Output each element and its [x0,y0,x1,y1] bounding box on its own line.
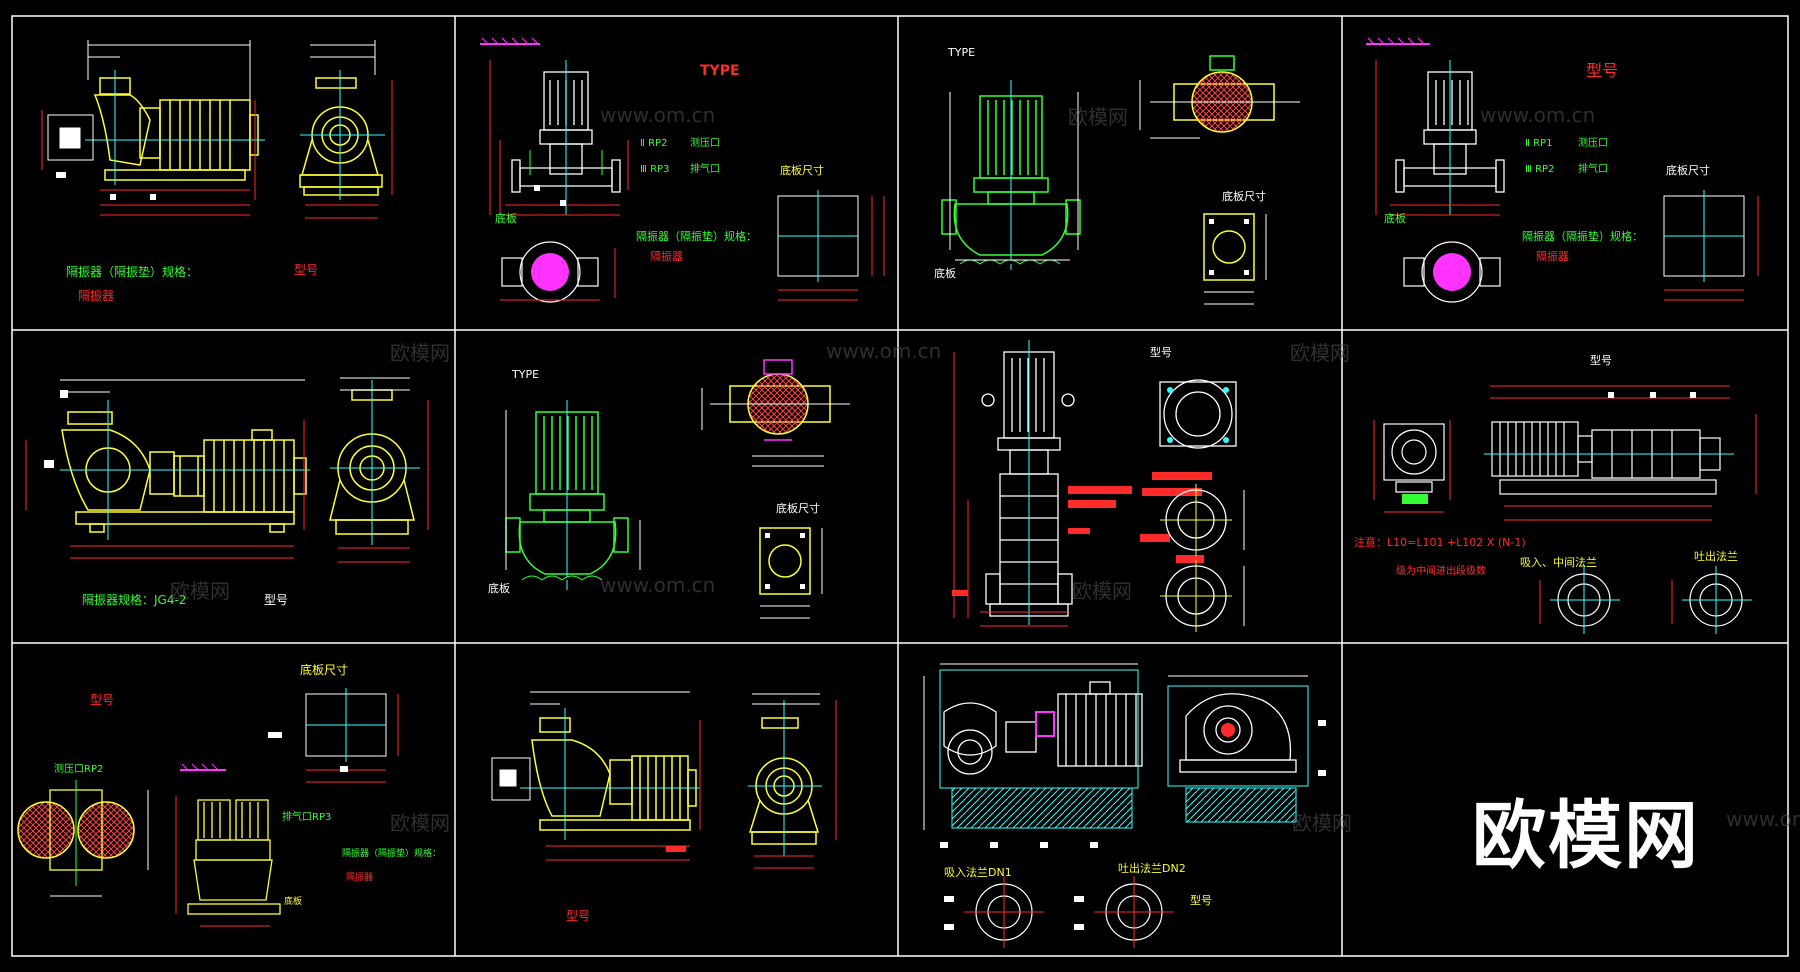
p2-rp2: Ⅱ RP2 [640,138,667,149]
p9-vent: 排气口RP3 [282,810,331,823]
p4-base: 底板 [1384,211,1406,225]
watermark-cn-2: 欧模网 [390,341,450,365]
panel-10-end-suction-pump: 型号 [491,691,837,923]
panel-5-end-suction-pump: 隔振器规格：JG4-2 型号 [25,377,429,607]
watermark-url-4: www.om.cn [600,573,715,597]
p9-model: 型号 [90,693,114,707]
watermark-url-3: www.om.cn [826,339,941,363]
p2-isolator-spec: 隔振器（隔振垫）规格： [636,229,757,243]
p9-base-size: 底板尺寸 [300,662,348,677]
p4-gauge-port: 测压口 [1578,136,1608,149]
p11-model: 型号 [1190,893,1212,907]
panel-9-twin-pump: 型号 底板尺寸 测压口RP2 排气口RP3 隔振器（隔振垫）规格： 隔振器 底板 [17,662,441,927]
p9-isolator: 隔振器 [346,871,373,883]
p2-type: TYPE [700,63,740,79]
watermark-cn-5: 欧模网 [1072,579,1132,603]
p6-type: TYPE [511,368,539,381]
p1-isolator: 隔振器 [78,289,114,303]
p3-base-size: 底板尺寸 [1222,189,1266,203]
p11-shaft-marker [1221,723,1235,737]
p2-rp3: Ⅲ RP3 [640,164,669,175]
p5-isolator-spec: 隔振器规格：JG4-2 [82,592,186,607]
p3-base: 底板 [934,266,956,280]
p1-isolator-spec: 隔振器（隔振垫）规格： [66,264,198,279]
p8-outlet: 吐出法兰 [1694,549,1738,563]
p5-model: 型号 [264,593,288,607]
p11-inlet: 吸入法兰DN1 [944,865,1012,879]
brand-logo: 欧模网 [1472,793,1700,879]
p8-inlet: 吸入、中间法兰 [1520,555,1597,569]
p6-base-size: 底板尺寸 [776,501,820,515]
panel-7-multistage-vertical-pump: 型号 [952,340,1245,632]
p4-model: 型号 [1586,61,1618,80]
p7-model: 型号 [1150,345,1172,359]
p8-note2: 级为中间进出段级数 [1396,564,1486,577]
p11-foundation [951,787,1133,829]
watermark-cn-4: 欧模网 [170,579,230,603]
panel-3-inline-pump: TYPE 底板 底板尺寸 [934,46,1300,305]
p8-base-marker [1402,494,1428,504]
watermark-url-5: www.om.cn [1726,807,1800,831]
sheet-frame [11,15,1789,957]
p6-base: 底板 [488,581,510,595]
p3-type: TYPE [947,46,975,59]
p9-motor-b [77,801,135,859]
panel-4-vertical-pump: 型号 Ⅱ RP1 Ⅲ RP2 测压口 排气口 底板尺寸 隔振器（隔振垫）规格： … [1366,37,1759,303]
p9-gauge: 测压口RP2 [54,762,103,775]
watermark-cn-3: 欧模网 [1290,341,1350,365]
panel-2-vertical-pump: TYPE Ⅱ RP2 Ⅲ RP3 测压口 排气口 底板尺寸 隔振器（隔振垫）规格… [480,37,885,303]
panel-1-horizontal-pump: 隔振器（隔振垫）规格： 隔振器 型号 [41,40,393,303]
p4-isolator-spec: 隔振器（隔振垫）规格： [1522,229,1643,243]
p11-outlet: 吐出法兰DN2 [1118,861,1186,875]
p2-base: 底板 [495,211,517,225]
p2-vent-port: 排气口 [690,162,720,175]
watermark-cn-1: 欧模网 [1068,105,1128,129]
p4-base-size: 底板尺寸 [1666,163,1710,177]
panel-11-split-case-pump: 吸入法兰DN1 吐出法兰DN2 型号 [923,663,1326,948]
p1-model: 型号 [294,263,318,277]
p8-model: 型号 [1590,353,1612,367]
watermark-cn-6: 欧模网 [390,811,450,835]
p9-base: 底板 [284,895,302,907]
p4-isolator: 隔振器 [1536,249,1569,263]
p4-rp1: Ⅱ RP1 [1525,138,1552,149]
watermarks: 欧模网 www.om.cn www.om.cn 欧模网 欧模网 www.om.c… [170,103,1800,835]
p9-isolator-spec: 隔振器（隔振垫）规格： [342,847,441,859]
p8-note: 注意：L10=L101 +L102 X (N-1) [1354,535,1526,549]
watermark-url-2: www.om.cn [1480,103,1595,127]
p2-isolator: 隔振器 [650,249,683,263]
watermark-url-1: www.om.cn [600,103,715,127]
p4-rp2: Ⅲ RP2 [1525,164,1554,175]
p2-base-size: 底板尺寸 [780,163,824,177]
p4-vent-port: 排气口 [1578,162,1608,175]
p4-impeller-marker [1433,253,1471,291]
p2-impeller-marker [531,253,569,291]
p10-model: 型号 [566,909,590,923]
p11-coupling [1035,711,1055,737]
p11-foundation-side [1185,787,1297,823]
panel-6-inline-pump: TYPE 底板 底板尺寸 [488,359,850,619]
p2-gauge-port: 测压口 [690,136,720,149]
panel-8-horizontal-multistage: 型号 注意：L10=L101 +L102 X (N-1) 级 [1354,353,1757,634]
watermark-cn-7: 欧模网 [1292,811,1352,835]
p9-motor-a [17,801,75,859]
